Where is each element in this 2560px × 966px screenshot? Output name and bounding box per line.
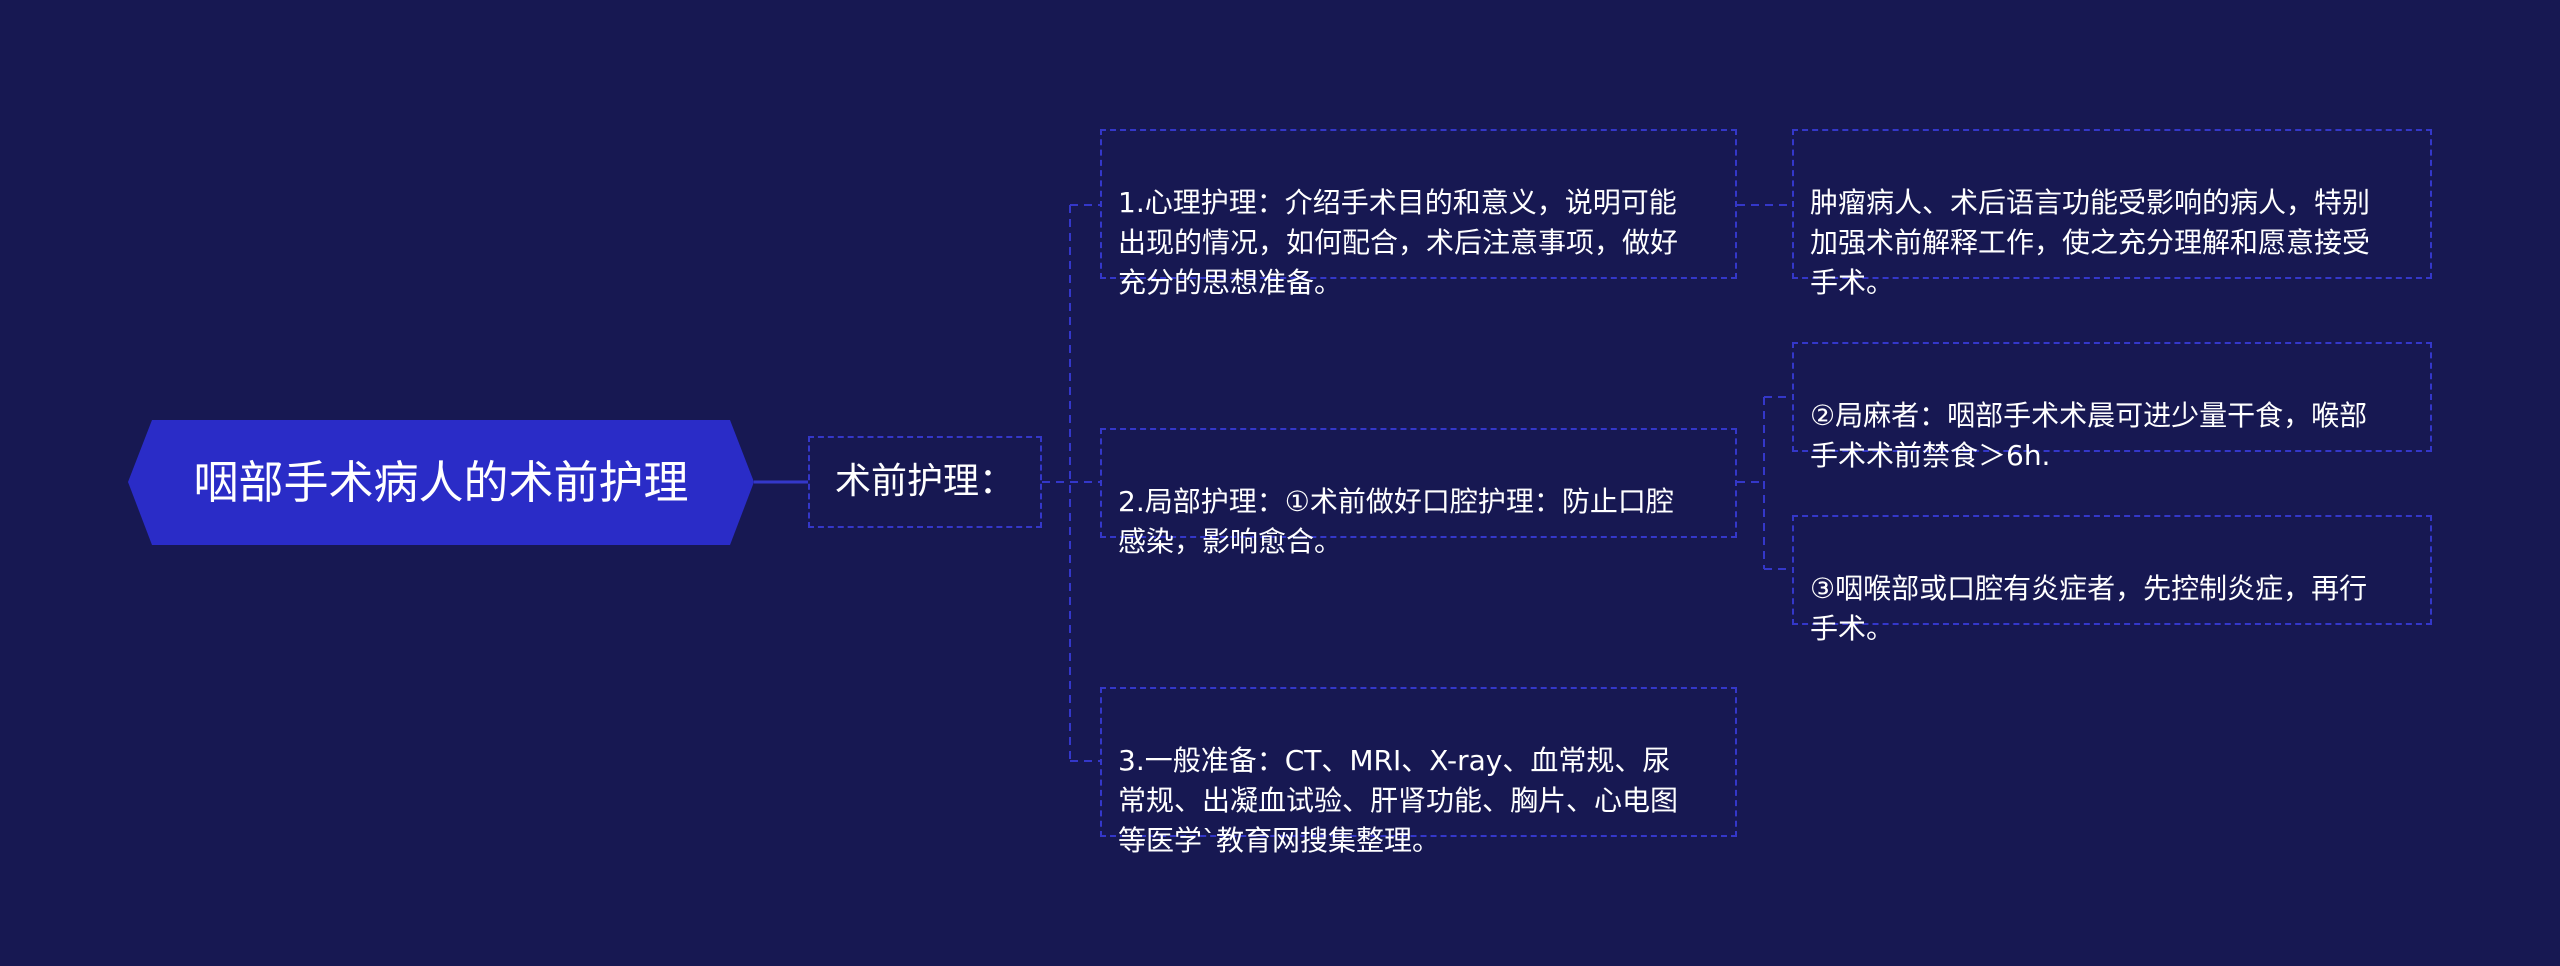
level1-node-label: 术前护理： <box>834 461 1015 502</box>
detail-node-local-anesthesia[interactable]: ②局麻者：咽部手术术晨可进少量干食，喉部 手术术前禁食＞6h. <box>1792 342 2432 472</box>
item-node-text: 3.一般准备：CT、MRI、X-ray、血常规、尿 常规、出凝血试验、肝肾功能、… <box>1118 744 1679 857</box>
detail-node-text: ③咽喉部或口腔有炎症者，先控制炎症，再行 手术。 <box>1810 572 2368 645</box>
root-node[interactable]: 咽部手术病人的术前护理 <box>128 420 754 545</box>
item-node-psychological-care[interactable]: 1.心理护理：介绍手术目的和意义，说明可能 出现的情况，如何配合，术后注意事项，… <box>1100 129 1737 299</box>
detail-node-text: ②局麻者：咽部手术术晨可进少量干食，喉部 手术术前禁食＞6h. <box>1810 399 2368 472</box>
item-node-text: 1.心理护理：介绍手术目的和意义，说明可能 出现的情况，如何配合，术后注意事项，… <box>1118 186 1679 299</box>
root-node-title: 咽部手术病人的术前护理 <box>193 456 689 509</box>
item-node-general-preparation[interactable]: 3.一般准备：CT、MRI、X-ray、血常规、尿 常规、出凝血试验、肝肾功能、… <box>1100 687 1737 857</box>
level1-node-preoperative-care[interactable]: 术前护理： <box>808 436 1042 528</box>
detail-node-tumor-patients[interactable]: 肿瘤病人、术后语言功能受影响的病人，特别 加强术前解释工作，使之充分理解和愿意接… <box>1792 129 2432 299</box>
detail-node-text: 肿瘤病人、术后语言功能受影响的病人，特别 加强术前解释工作，使之充分理解和愿意接… <box>1810 186 2371 299</box>
item-node-text: 2.局部护理：①术前做好口腔护理：防止口腔 感染，影响愈合。 <box>1118 485 1674 558</box>
detail-node-inflammation-control[interactable]: ③咽喉部或口腔有炎症者，先控制炎症，再行 手术。 <box>1792 515 2432 645</box>
item-node-local-care[interactable]: 2.局部护理：①术前做好口腔护理：防止口腔 感染，影响愈合。 <box>1100 428 1737 558</box>
